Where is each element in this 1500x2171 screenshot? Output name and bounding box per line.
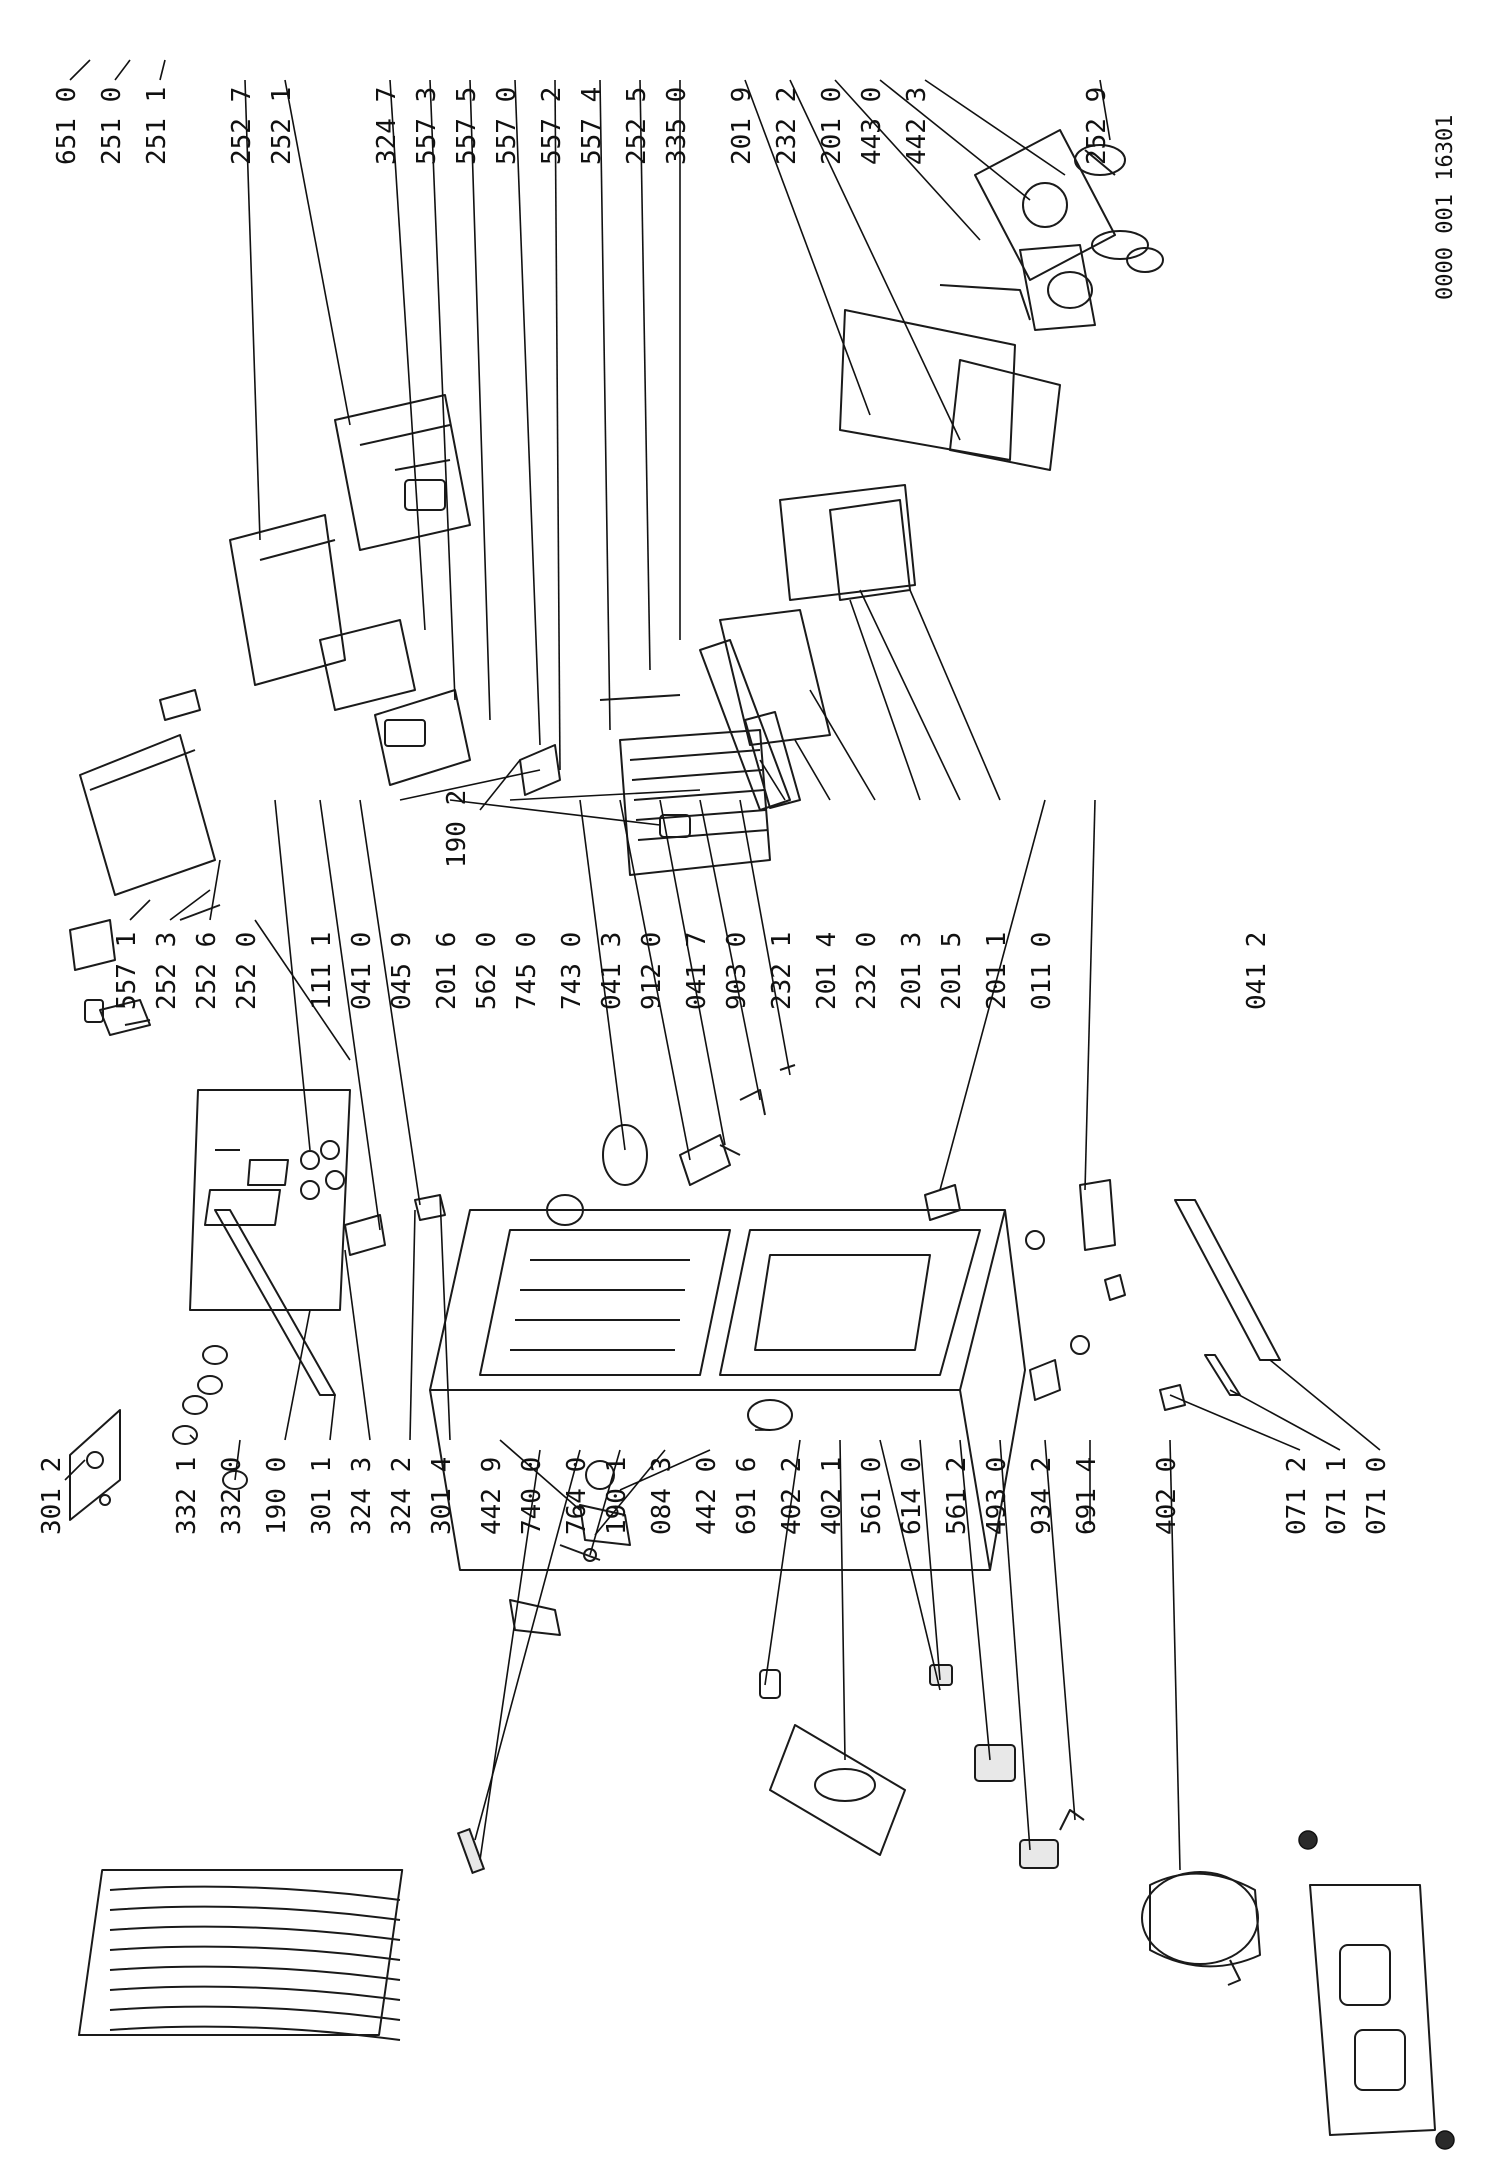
part-number-label: 252 6 xyxy=(192,932,222,1010)
part-number-label: 740 0 xyxy=(517,1457,547,1535)
fan-motor-plate xyxy=(974,129,1149,281)
drip-tray xyxy=(759,1669,906,1856)
part-number-label: 335 0 xyxy=(662,87,692,165)
evaporator xyxy=(519,694,771,876)
part-number-label: 332 1 xyxy=(172,1457,202,1535)
part-number-label: 251 1 xyxy=(142,87,172,165)
part-number-label: 201 9 xyxy=(727,87,757,165)
fan-blade xyxy=(1074,144,1126,176)
part-number-label: 232 1 xyxy=(767,932,797,1010)
upper-control-housing xyxy=(79,689,221,1036)
fan-grille xyxy=(602,1064,796,1186)
part-number-label: 402 0 xyxy=(1152,1457,1182,1535)
part-number-label: 190 1 xyxy=(602,1457,632,1535)
part-number-label: 071 0 xyxy=(1362,1457,1392,1535)
part-number-label: 562 0 xyxy=(472,932,502,1010)
part-number-label: 557 1 xyxy=(112,932,142,1010)
part-number-label: 201 3 xyxy=(897,932,927,1010)
part-number-label: 011 0 xyxy=(1027,932,1057,1010)
part-number-label: 071 2 xyxy=(1282,1457,1312,1535)
drawer-boxes xyxy=(229,514,471,786)
part-number-label: 442 9 xyxy=(477,1457,507,1535)
part-number-label: 190 0 xyxy=(262,1457,292,1535)
part-number-label: 201 4 xyxy=(812,932,842,1010)
thermostat-panel xyxy=(69,1409,121,1521)
part-number-label: 561 0 xyxy=(857,1457,887,1535)
part-number-label: 232 0 xyxy=(852,932,882,1010)
part-number-label: 201 5 xyxy=(937,932,967,1010)
part-number-label: 691 6 xyxy=(732,1457,762,1535)
part-number-label: 252 9 xyxy=(1082,87,1112,165)
part-number-label: 745 0 xyxy=(512,932,542,1010)
condenser-grid xyxy=(77,1827,486,2041)
drawing-code: 0000 001 16301 xyxy=(1433,115,1458,300)
shelf-brackets xyxy=(699,484,916,811)
part-number-label: 252 7 xyxy=(227,87,257,165)
part-number-label: 301 1 xyxy=(307,1457,337,1535)
fridge-cabinet xyxy=(429,1209,1026,1571)
relay-components xyxy=(929,1664,1085,1869)
part-number-label: 041 0 xyxy=(347,932,377,1010)
part-number-label: 561 2 xyxy=(942,1457,972,1535)
part-number-label: 252 5 xyxy=(622,87,652,165)
light-bulb xyxy=(546,1194,584,1226)
part-number-label: 691 4 xyxy=(1072,1457,1102,1535)
part-number-label: 651 0 xyxy=(52,87,82,165)
top-small-parts xyxy=(69,919,151,1026)
part-number-label: 614 0 xyxy=(897,1457,927,1535)
part-number-label: 252 1 xyxy=(267,87,297,165)
part-number-label: 557 2 xyxy=(537,87,567,165)
part-number-label: 934 2 xyxy=(1027,1457,1057,1535)
part-number-label: 251 0 xyxy=(97,87,127,165)
part-number-label: 041 3 xyxy=(597,932,627,1010)
part-number-label: 402 1 xyxy=(817,1457,847,1535)
air-duct-assembly xyxy=(839,244,1164,471)
part-number-label: 252 0 xyxy=(232,932,262,1010)
part-number-label: 301 2 xyxy=(37,1457,67,1535)
part-number-label: 324 7 xyxy=(372,87,402,165)
part-number-label: 084 3 xyxy=(647,1457,677,1535)
part-number-label: 041 7 xyxy=(682,932,712,1010)
part-number-label: 201 1 xyxy=(982,932,1012,1010)
part-number-label: 201 0 xyxy=(817,87,847,165)
leader-lines xyxy=(64,59,1381,1871)
part-number-label: 912 0 xyxy=(637,932,667,1010)
part-number-label: 442 3 xyxy=(902,87,932,165)
part-number-label: 557 5 xyxy=(452,87,482,165)
part-number-label: 111 1 xyxy=(307,932,337,1010)
part-number-label: 443 0 xyxy=(857,87,887,165)
lamp-and-thermostat xyxy=(509,1399,793,1636)
part-number-label: 324 3 xyxy=(347,1457,377,1535)
door-gasket xyxy=(1174,1199,1281,1396)
hinge-parts xyxy=(924,1179,1186,1411)
trim-strip xyxy=(214,1209,336,1396)
part-number-label: 557 0 xyxy=(492,87,522,165)
part-number-label: 332 0 xyxy=(217,1457,247,1535)
part-number-label: 190 2 xyxy=(442,790,472,868)
part-number-label: 201 6 xyxy=(432,932,462,1010)
control-knobs xyxy=(172,1345,248,1490)
part-number-label: 324 2 xyxy=(387,1457,417,1535)
thermostat-block xyxy=(334,394,471,551)
part-number-label: 232 2 xyxy=(772,87,802,165)
part-number-label: 764 0 xyxy=(562,1457,592,1535)
part-number-label: 557 3 xyxy=(412,87,442,165)
part-number-label: 442 0 xyxy=(692,1457,722,1535)
part-number-label: 557 4 xyxy=(577,87,607,165)
part-number-label: 252 3 xyxy=(152,932,182,1010)
control-strip xyxy=(189,1089,351,1311)
compressor xyxy=(1141,1871,1261,1986)
part-number-label: 402 2 xyxy=(777,1457,807,1535)
part-number-label: 071 1 xyxy=(1322,1457,1352,1535)
part-number-label: 045 9 xyxy=(387,932,417,1010)
part-number-label: 493 0 xyxy=(982,1457,1012,1535)
part-number-label: 743 0 xyxy=(557,932,587,1010)
compressor-base-plate xyxy=(1298,1830,1455,2150)
top-hinge-parts xyxy=(300,1140,446,1256)
part-number-label: 903 0 xyxy=(722,932,752,1010)
part-number-label: 301 4 xyxy=(427,1457,457,1535)
part-number-label: 041 2 xyxy=(1242,932,1272,1010)
